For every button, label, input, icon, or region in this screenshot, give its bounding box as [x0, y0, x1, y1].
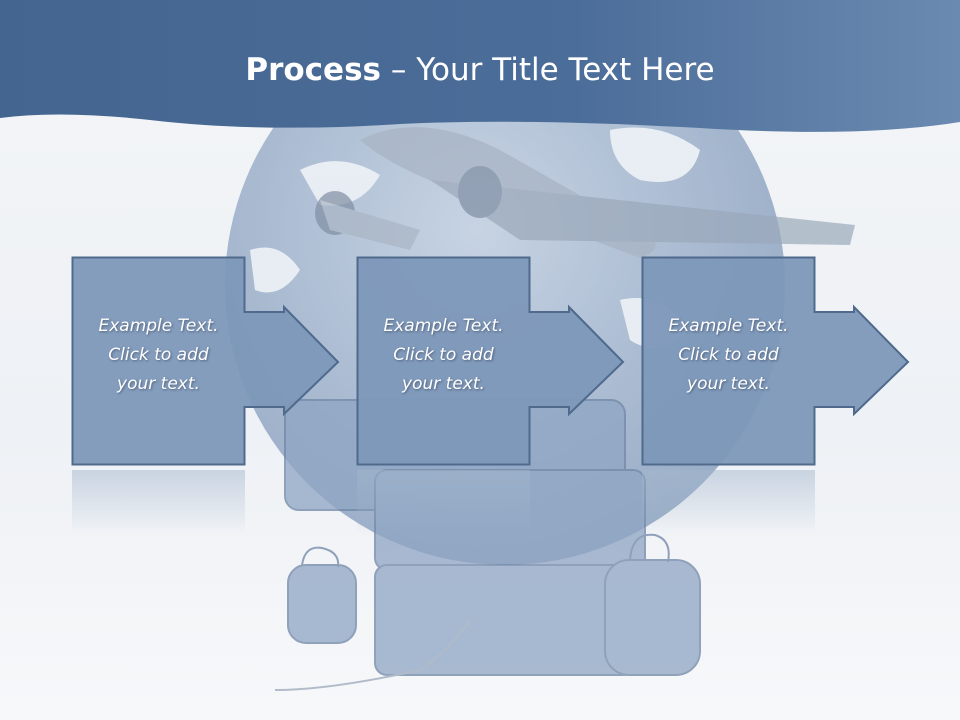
- step-arrow-shape: [71, 256, 340, 466]
- process-step-2[interactable]: Example Text. Click to add your text.: [356, 256, 625, 466]
- step-arrow-shape: [356, 256, 625, 466]
- slide-title: Process – Your Title Text Here: [245, 52, 715, 88]
- header-band: [0, 0, 960, 132]
- step-text: Example Text. Click to add your text.: [98, 316, 219, 394]
- process-step-3[interactable]: Example Text. Click to add your text.: [641, 256, 910, 466]
- airplane-illustration: [315, 127, 855, 258]
- step-text: Example Text. Click to add your text.: [668, 316, 789, 394]
- step-reflections: [72, 470, 815, 535]
- step-arrow-shape: [641, 256, 910, 466]
- process-step-1[interactable]: Example Text. Click to add your text.: [71, 256, 340, 466]
- step-text: Example Text. Click to add your text.: [383, 316, 504, 394]
